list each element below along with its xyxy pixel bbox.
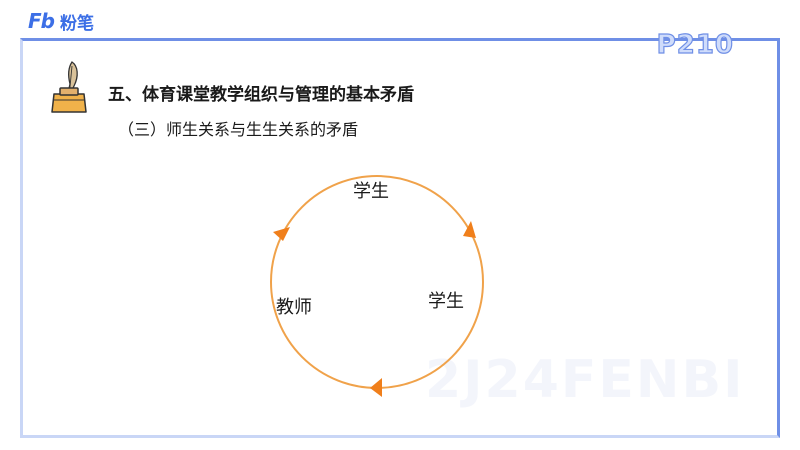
brand-logo-text: 粉笔: [59, 13, 94, 34]
brand-logo-mark: Fb: [28, 9, 55, 33]
cycle-arrow-bottom: [370, 378, 382, 397]
page-number: P210: [656, 29, 734, 60]
node-label-top-student: 学生: [353, 181, 389, 202]
cycle-ring: [270, 175, 484, 389]
cycle-arrow-right: [463, 221, 476, 238]
section-subheading: （三）师生关系与生生关系的矛盾: [118, 120, 359, 139]
cycle-arrow-left: [273, 227, 290, 241]
brand-logo: Fb 粉笔: [28, 8, 94, 34]
section-heading: 五、体育课堂教学组织与管理的基本矛盾: [108, 85, 414, 105]
ink-quill-icon: [51, 61, 87, 113]
watermark: 2J24FENBI: [425, 350, 745, 410]
node-label-right-student: 学生: [428, 291, 464, 312]
node-label-left-teacher: 教师: [276, 297, 312, 318]
slide-frame: [20, 38, 780, 438]
